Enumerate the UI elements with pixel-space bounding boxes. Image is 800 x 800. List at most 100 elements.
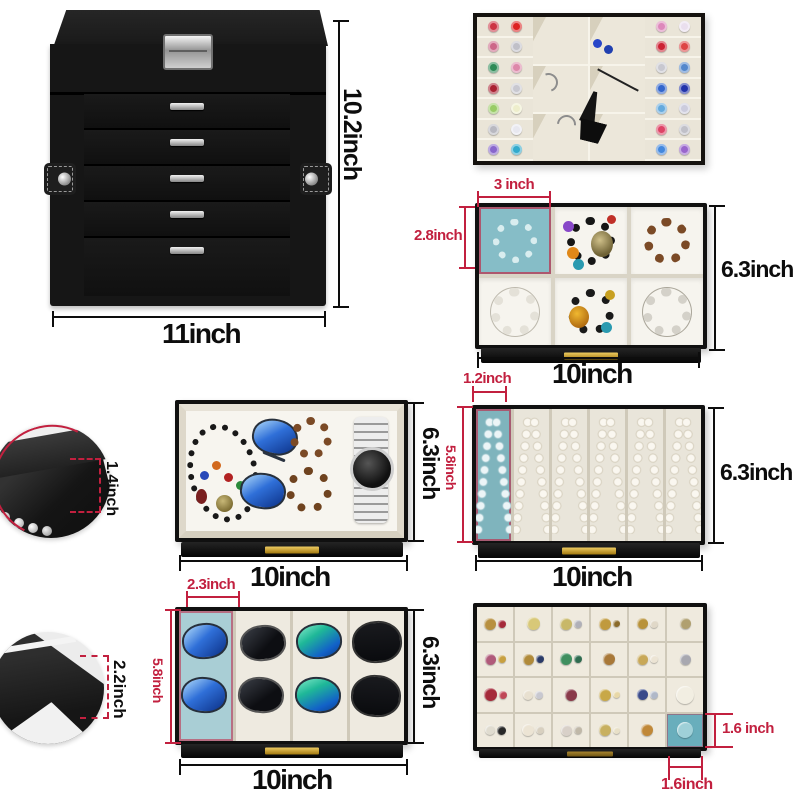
ring bbox=[656, 144, 667, 156]
bead bbox=[28, 523, 38, 533]
box-drawer-fronts bbox=[84, 92, 290, 296]
ring bbox=[679, 82, 690, 94]
bracelet-compartment bbox=[479, 278, 551, 345]
ring-tray-interior bbox=[477, 17, 701, 162]
ring bbox=[488, 123, 499, 135]
watch-face bbox=[350, 447, 394, 491]
ring bbox=[656, 82, 667, 94]
accessory-drawer-height-label: 6.3inch bbox=[418, 427, 444, 500]
jewelry-item bbox=[574, 619, 582, 628]
sunglasses-drawer-height-dim-line bbox=[408, 609, 424, 744]
box-height-dim-line bbox=[333, 20, 349, 308]
ring bbox=[679, 61, 690, 73]
bracelet-drawer-width-dim-line bbox=[477, 352, 700, 368]
drawer-depth-tick bbox=[80, 717, 109, 719]
ring-column-left bbox=[477, 17, 533, 162]
wood-bracelet bbox=[286, 467, 332, 513]
corner-closeup-photo-bottom bbox=[0, 632, 104, 744]
ring-tray-photo bbox=[473, 13, 705, 165]
grid-cell bbox=[591, 642, 627, 676]
lid-height-label: 1.4inch bbox=[103, 461, 120, 517]
drawer-front bbox=[84, 200, 290, 237]
tray-cell bbox=[533, 65, 588, 113]
accessory-drawer-height-dim-line bbox=[408, 402, 424, 542]
drawer-depth-label: 2.2inch bbox=[110, 660, 129, 719]
highlighted-slot bbox=[476, 409, 511, 541]
drawer-handle-icon bbox=[170, 210, 204, 218]
bracelet-drawer-front bbox=[481, 348, 701, 363]
pearl-necklace bbox=[528, 415, 549, 535]
sunglasses-lens bbox=[236, 675, 286, 715]
bead bbox=[42, 526, 52, 536]
sunglasses-lens bbox=[238, 622, 288, 664]
ring-slot bbox=[477, 99, 533, 120]
grid-cell bbox=[629, 607, 665, 641]
jewelry-item bbox=[679, 618, 691, 630]
red-pendant bbox=[196, 489, 207, 504]
sunglasses-drawer-height-label: 6.3inch bbox=[418, 636, 444, 709]
ring-slot bbox=[477, 140, 533, 162]
gold-handle-icon bbox=[562, 547, 616, 554]
jewelry-item bbox=[612, 691, 620, 699]
sunglasses-lens bbox=[180, 621, 230, 661]
sunglasses-slot-width-label: 2.3inch bbox=[187, 576, 236, 593]
gold-handle-icon bbox=[265, 747, 319, 755]
pearl-necklace bbox=[680, 415, 701, 535]
bead bbox=[212, 461, 221, 470]
sunglasses-drawer-width-dim-line bbox=[179, 759, 408, 775]
necklace-slot bbox=[552, 409, 587, 541]
bracelet bbox=[493, 218, 537, 263]
necklace-slot bbox=[514, 409, 549, 541]
ring bbox=[679, 20, 690, 32]
bead bbox=[567, 247, 579, 259]
jewelry-item bbox=[522, 653, 534, 665]
box-width-dim-line bbox=[52, 311, 326, 327]
ring-slot bbox=[477, 79, 533, 100]
bracelet-compartment bbox=[631, 278, 703, 345]
wood-bracelet bbox=[290, 417, 332, 459]
jewelry-item bbox=[565, 688, 577, 701]
highlighted-cell bbox=[667, 713, 703, 747]
drawer-front bbox=[84, 236, 290, 296]
box-body bbox=[50, 34, 326, 306]
ring bbox=[656, 123, 667, 135]
box-width-label: 11inch bbox=[162, 318, 242, 349]
jewelry-item bbox=[641, 724, 653, 737]
snap-button-icon bbox=[58, 172, 71, 186]
ring bbox=[488, 61, 499, 73]
grid-cell bbox=[553, 678, 589, 712]
sunglasses-lens bbox=[294, 621, 344, 661]
ring-slot bbox=[645, 58, 701, 79]
grid-drawer-photo bbox=[473, 603, 707, 751]
ring-slot bbox=[645, 17, 701, 38]
sunglasses-slot-width-dim-line bbox=[186, 591, 240, 607]
necklace-slot bbox=[590, 409, 625, 541]
grid-cell bbox=[553, 642, 589, 676]
ring bbox=[488, 82, 499, 94]
jewelry-item bbox=[676, 685, 694, 704]
ring bbox=[679, 144, 690, 156]
accessory-drawer-photo bbox=[175, 400, 408, 542]
filigree-pendant bbox=[591, 231, 613, 257]
slot-width-label: 1.2inch bbox=[463, 370, 512, 387]
jewelry-item bbox=[677, 722, 693, 739]
ring-slot bbox=[477, 17, 533, 38]
jewelry-item bbox=[598, 617, 611, 630]
grid-cell bbox=[667, 678, 703, 712]
bracelet-drawer-height-label: 6.3inch bbox=[721, 256, 794, 282]
sunglasses-slot bbox=[236, 611, 290, 741]
slot-width-dim-line bbox=[472, 386, 507, 402]
jewelry-item bbox=[484, 617, 496, 630]
wrist-watch bbox=[350, 417, 394, 523]
ring bbox=[656, 20, 667, 32]
ring-slot bbox=[477, 38, 533, 59]
necklace-drawer-height-label: 6.3inch bbox=[720, 459, 793, 485]
grid-cell bbox=[667, 607, 703, 641]
bracelet-compartment bbox=[555, 278, 627, 345]
gold-handle-icon bbox=[265, 546, 319, 553]
sunglasses-lens bbox=[350, 673, 403, 719]
ring bbox=[679, 123, 690, 135]
grid-cell bbox=[591, 678, 627, 712]
drawer-handle-icon bbox=[170, 247, 204, 255]
